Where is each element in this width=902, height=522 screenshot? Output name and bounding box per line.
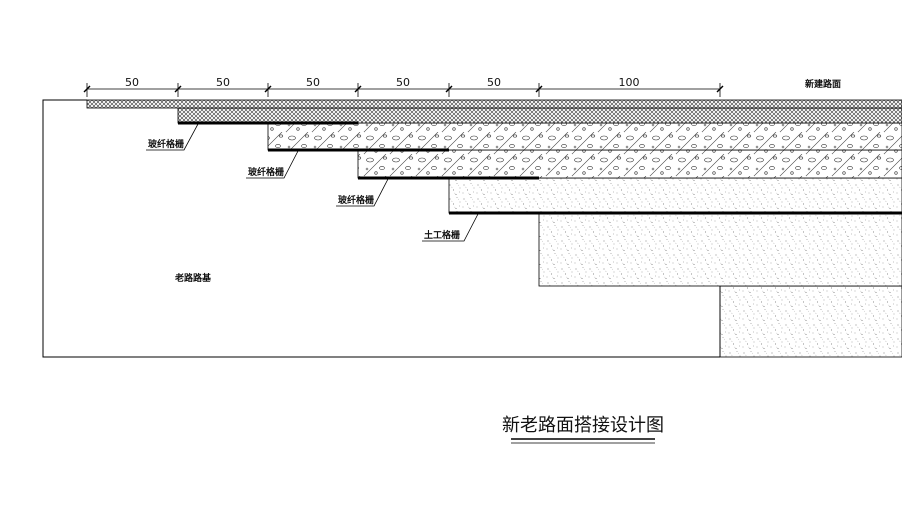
layer-stone-3 (357, 149, 902, 179)
layer-dotted-lower (538, 212, 902, 287)
callouts: 玻纤格栅 玻纤格栅 玻纤格栅 土工格栅 (146, 123, 479, 242)
fiberglass-grille-label-3: 玻纤格栅 (338, 194, 374, 206)
dim-segment-3: 50 (306, 76, 320, 89)
pavement-layers (86, 99, 902, 358)
grille-lines (178, 121, 902, 215)
dimension-line: 50 50 50 50 50 100 新建路面 (83, 76, 841, 97)
layer-crosshatch-top (86, 99, 902, 109)
fiberglass-grille-label-1: 玻纤格栅 (148, 138, 184, 150)
layer-dotted-upper (448, 177, 902, 214)
new-road-label: 新建路面 (805, 78, 841, 90)
layer-dotted-bottom (719, 285, 902, 358)
layer-stone-2 (267, 122, 902, 151)
dim-segment-2: 50 (216, 76, 230, 89)
old-subgrade-label: 老路路基 (174, 272, 212, 284)
dim-segment-4: 50 (396, 76, 410, 89)
old-road-subgrade: 老路路基 (42, 99, 720, 358)
dim-segment-1: 50 (125, 76, 139, 89)
geogrid-label: 土工格栅 (424, 229, 460, 241)
dim-segment-6: 100 (619, 76, 640, 89)
dim-segment-5: 50 (487, 76, 501, 89)
layer-crosshatch-2 (177, 107, 902, 124)
drawing-title-block: 新老路面搭接设计图 (502, 415, 664, 444)
fiberglass-grille-label-2: 玻纤格栅 (248, 166, 284, 178)
drawing-title: 新老路面搭接设计图 (502, 415, 664, 436)
